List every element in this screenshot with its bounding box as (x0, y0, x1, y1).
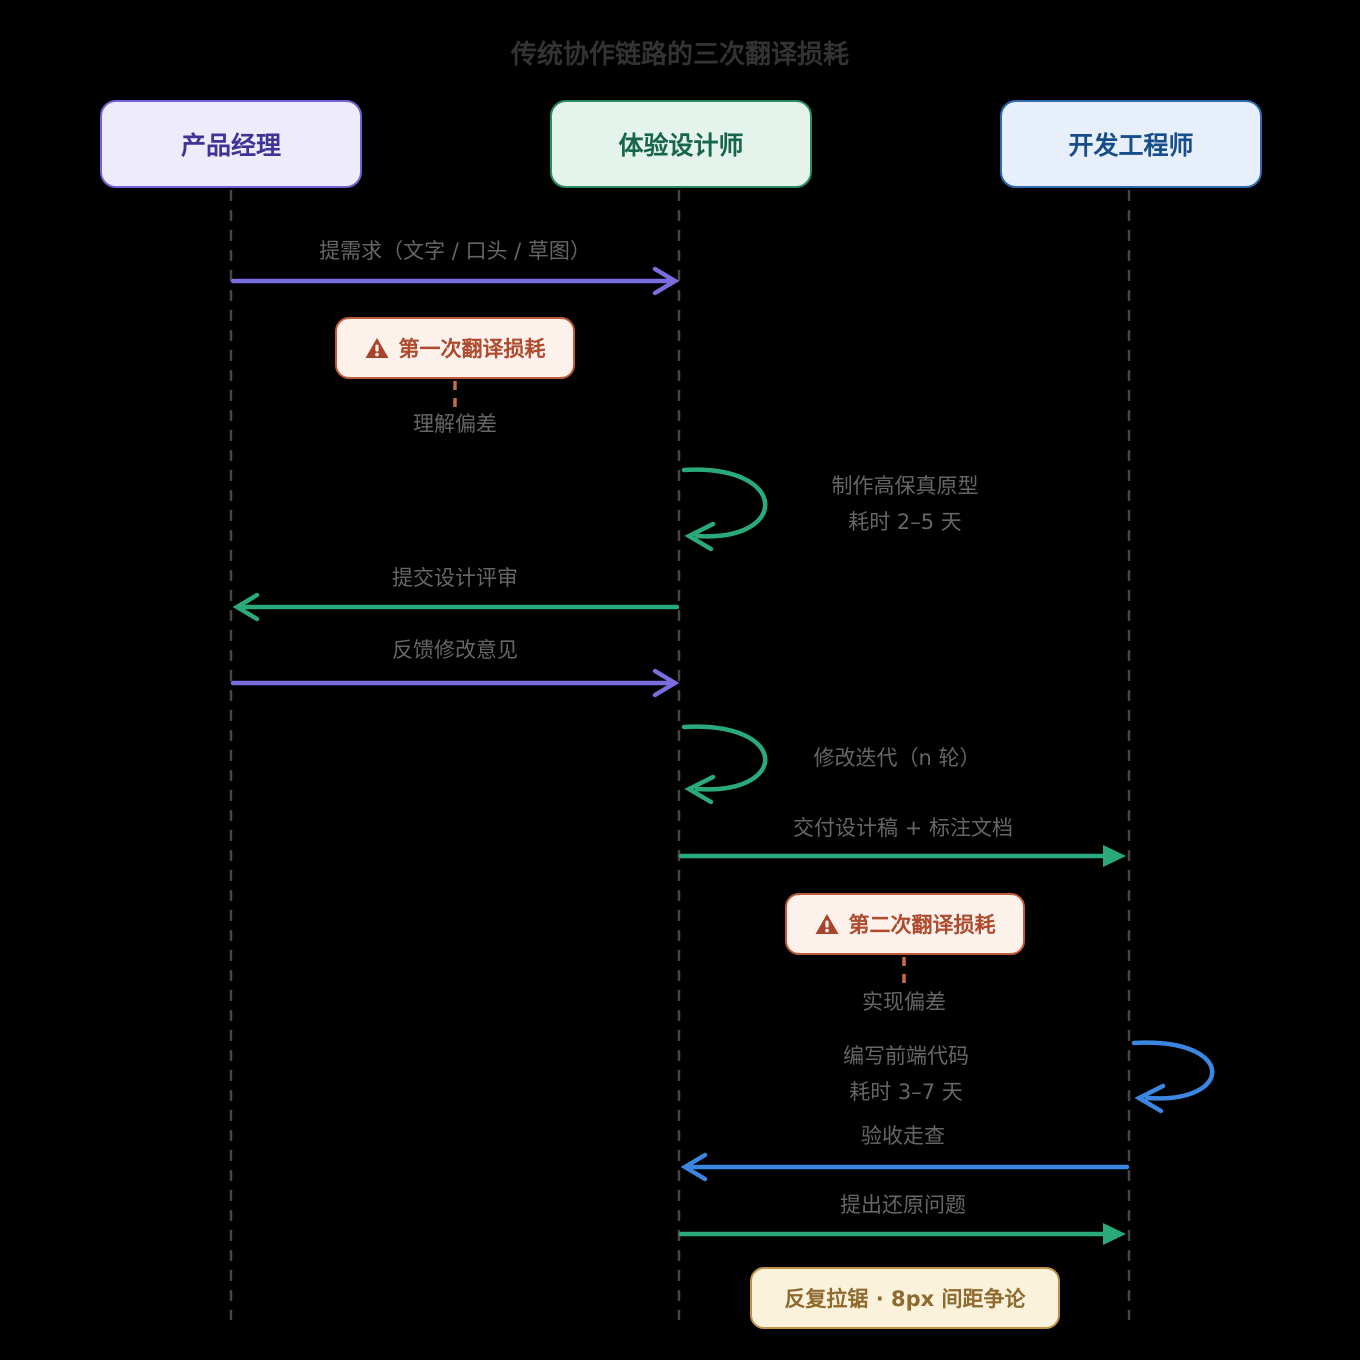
warning-icon (815, 914, 838, 934)
loop-prototype-line1: 制作高保真原型 (831, 474, 979, 498)
warning-first-label: 第一次翻译损耗 (398, 337, 546, 361)
arrow-review-walkthrough (680, 1152, 1130, 1182)
arrow-design-review (232, 592, 680, 622)
message-review-walkthrough-label: 验收走查 (861, 1124, 945, 1148)
warning-first-note: 理解偏差 (413, 412, 497, 436)
diagram-title: 传统协作链路的三次翻译损耗 (510, 40, 850, 70)
loop-prototype-label: 制作高保真原型 耗时 2–5 天 (832, 468, 979, 540)
message-request-label: 提需求（文字 / 口头 / 草图） (319, 239, 591, 263)
footer-note: 反复拉锯 · 8px 间距争论 (750, 1267, 1060, 1329)
actor-developer-label: 开发工程师 (1068, 131, 1194, 160)
message-handoff-label: 交付设计稿 + 标注文档 (793, 816, 1013, 840)
actor-designer-label: 体验设计师 (618, 131, 744, 160)
message-restore-issues-label: 提出还原问题 (840, 1193, 966, 1217)
actor-product-manager-label: 产品经理 (180, 131, 281, 160)
loop-coding-label: 编写前端代码 耗时 3–7 天 (843, 1038, 969, 1110)
warning-box-first-loss: 第一次翻译损耗 (335, 317, 575, 379)
arrow-feedback (230, 668, 680, 698)
actor-product-manager: 产品经理 (100, 100, 362, 188)
message-design-review-label: 提交设计评审 (392, 566, 518, 590)
loop-coding-line1: 编写前端代码 (843, 1044, 969, 1068)
arrow-restore-issues (678, 1223, 1126, 1245)
actor-designer: 体验设计师 (550, 100, 812, 188)
warning-box-second-loss: 第二次翻译损耗 (785, 893, 1025, 955)
self-loop-coding (1131, 1040, 1215, 1114)
loop-prototype-line2: 耗时 2–5 天 (848, 510, 962, 534)
self-loop-prototype (681, 467, 768, 552)
warning-icon (365, 338, 388, 358)
self-loop-iterate (681, 724, 768, 805)
arrow-request (230, 266, 680, 296)
footer-note-label: 反复拉锯 · 8px 间距争论 (784, 1287, 1026, 1311)
message-feedback-label: 反馈修改意见 (392, 638, 518, 662)
warning-second-note: 实现偏差 (862, 990, 946, 1014)
warning-second-label: 第二次翻译损耗 (848, 913, 996, 937)
actor-developer: 开发工程师 (1000, 100, 1262, 188)
loop-iterate-label: 修改迭代（n 轮） (813, 746, 981, 770)
loop-coding-line2: 耗时 3–7 天 (849, 1080, 963, 1104)
arrow-handoff (678, 845, 1126, 867)
